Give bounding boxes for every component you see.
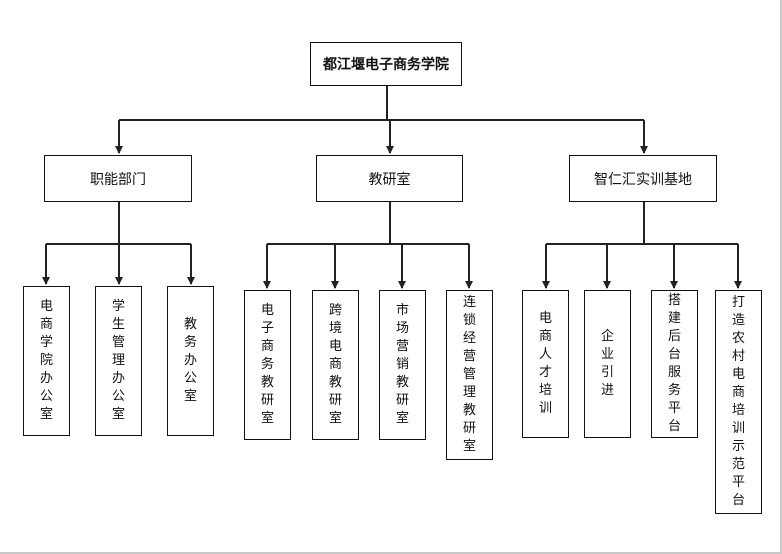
frame-edge-right — [780, 0, 782, 554]
leaf-label: 教务办公室 — [184, 317, 198, 404]
leaf-label: 跨境电商教研室 — [329, 303, 343, 426]
leaf-label: 电商学院办公室 — [40, 299, 54, 422]
leaf-node: 电子商务教研室 — [244, 290, 291, 440]
leaf-node: 市场营销教研室 — [379, 290, 426, 440]
leaf-node: 企业引进 — [584, 290, 631, 438]
leaf-node: 学生管理办公室 — [95, 286, 142, 436]
leaf-node: 跨境电商教研室 — [312, 290, 359, 440]
leaf-node: 电商人才培训 — [522, 290, 569, 438]
leaf-label: 学生管理办公室 — [112, 299, 126, 422]
leaf-label: 企业引进 — [601, 329, 615, 398]
leaf-label: 搭建后台服务平台 — [668, 293, 682, 434]
branch-label: 智仁汇实训基地 — [594, 171, 692, 188]
leaf-label: 连锁经营管理教研室 — [463, 295, 477, 454]
leaf-label: 打造农村电商培训示范平台 — [732, 295, 746, 508]
branch-node-training-base: 智仁汇实训基地 — [569, 155, 717, 202]
leaf-label: 市场营销教研室 — [396, 303, 410, 426]
leaf-node: 教务办公室 — [167, 286, 214, 436]
branch-label: 教研室 — [368, 171, 411, 188]
leaf-label: 电子商务教研室 — [261, 303, 275, 426]
leaf-node: 搭建后台服务平台 — [651, 290, 698, 438]
leaf-node: 连锁经营管理教研室 — [446, 290, 493, 460]
branch-node-functional-depts: 职能部门 — [44, 155, 192, 202]
leaf-node: 打造农村电商培训示范平台 — [715, 290, 762, 514]
branch-node-teaching-research: 教研室 — [316, 155, 463, 202]
root-node: 都江堰电子商务学院 — [310, 42, 462, 86]
leaf-node: 电商学院办公室 — [23, 286, 70, 436]
root-label: 都江堰电子商务学院 — [323, 57, 449, 73]
branch-label: 职能部门 — [90, 171, 146, 188]
frame-edge-bottom — [0, 552, 782, 554]
leaf-label: 电商人才培训 — [539, 311, 553, 416]
